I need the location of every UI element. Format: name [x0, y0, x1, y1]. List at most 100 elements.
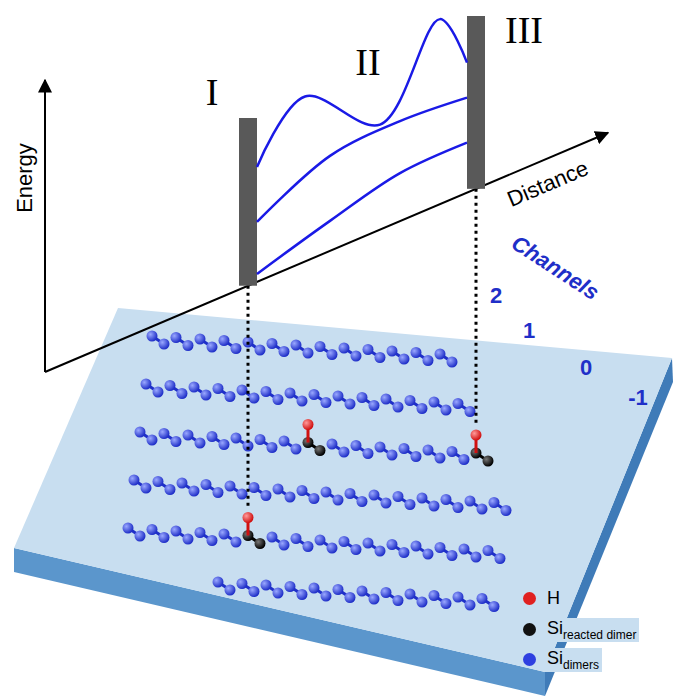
si-dimer — [339, 343, 362, 362]
si-atom — [351, 351, 362, 362]
legend-swatch — [523, 653, 536, 666]
si-dimer — [147, 524, 170, 543]
si-atom — [159, 339, 170, 350]
si-dimer — [405, 589, 428, 608]
si-atom — [207, 431, 218, 442]
si-atom — [417, 597, 428, 608]
si-dimer — [339, 536, 362, 555]
legend-entry: H — [523, 588, 563, 609]
si-atom — [417, 493, 428, 504]
si-dimer — [375, 442, 398, 461]
si-atom — [261, 490, 272, 501]
si-atom — [435, 542, 446, 553]
si-dimer — [171, 332, 194, 351]
si-atom — [399, 443, 410, 454]
si-atom — [333, 391, 344, 402]
si-atom — [135, 531, 146, 542]
si-atom — [153, 476, 164, 487]
si-atom — [321, 397, 332, 408]
si-atom — [435, 453, 446, 464]
si-dimer — [453, 398, 476, 417]
si-atom — [333, 584, 344, 595]
si-atom — [321, 487, 332, 498]
region-label: III — [505, 11, 543, 49]
si-dimer — [129, 475, 152, 494]
si-dimer — [363, 344, 386, 363]
si-atom — [393, 491, 404, 502]
channel-number: 1 — [523, 320, 535, 342]
si-dimer — [267, 532, 290, 551]
si-dimer — [369, 490, 392, 509]
si-dimer — [333, 584, 356, 603]
si-dimer — [447, 446, 470, 465]
h-atom — [243, 512, 254, 523]
si-dimer — [249, 482, 272, 501]
axis-label: Energy — [14, 143, 36, 213]
si-atom — [327, 543, 338, 554]
legend-label: H — [544, 588, 563, 609]
si-atom — [249, 393, 260, 404]
si-atom — [363, 344, 374, 355]
si-atom — [291, 444, 302, 455]
si-atom — [345, 399, 356, 410]
si-atom — [213, 487, 224, 498]
si-atom — [249, 482, 260, 493]
si-atom — [345, 488, 356, 499]
slab-top-face — [14, 308, 672, 672]
si-atom — [285, 388, 296, 399]
si-atom — [225, 391, 236, 402]
si-dimer — [381, 394, 404, 413]
si-atom — [423, 445, 434, 456]
energy-curve — [257, 143, 467, 274]
si-atom — [303, 541, 314, 552]
si-dimer — [315, 341, 338, 360]
si-atom — [141, 379, 152, 390]
si-atom — [195, 334, 206, 345]
si-atom — [249, 586, 260, 597]
si-dimer — [423, 445, 446, 464]
si-dimer — [189, 382, 212, 401]
si-dimer — [291, 533, 314, 552]
barrier-bar — [467, 16, 485, 189]
distance-axis — [45, 133, 608, 372]
channel-number: 0 — [580, 357, 592, 379]
dimer-lattice — [123, 331, 512, 613]
channel-number: 2 — [490, 285, 502, 307]
si-atom — [231, 433, 242, 444]
si-dimer — [477, 593, 500, 612]
si-atom — [369, 490, 380, 501]
legend-entry: Sireacted dimer — [523, 618, 639, 642]
si-dimer — [285, 388, 308, 407]
si-dimer — [483, 545, 506, 564]
si-atom — [171, 436, 182, 447]
si-dimer — [327, 439, 350, 458]
axis-label: Distance — [504, 157, 591, 211]
si-atom — [369, 400, 380, 411]
si-atom — [291, 533, 302, 544]
si-atom — [315, 535, 326, 546]
si-atom — [285, 492, 296, 503]
si-dimer — [411, 541, 434, 560]
si-dimer — [387, 539, 410, 558]
si-atom — [153, 387, 164, 398]
si-atom — [333, 495, 344, 506]
si-dimer — [345, 488, 368, 507]
si-atom — [471, 552, 482, 563]
si-atom — [441, 598, 452, 609]
si-atom — [297, 396, 308, 407]
si-dimer — [195, 527, 218, 546]
region-label: I — [206, 73, 219, 111]
si-atom — [489, 497, 500, 508]
si-atom — [237, 578, 248, 589]
si-atom — [219, 439, 230, 450]
si-atom — [147, 524, 158, 535]
si-dimer — [297, 485, 320, 504]
channels-title: Channels — [507, 232, 602, 304]
si-atom — [477, 504, 488, 515]
si-dimer — [429, 590, 452, 609]
h-atom — [471, 430, 482, 441]
si-atom — [357, 586, 368, 597]
si-dimer — [195, 334, 218, 353]
guide-dotted-line — [475, 189, 478, 426]
